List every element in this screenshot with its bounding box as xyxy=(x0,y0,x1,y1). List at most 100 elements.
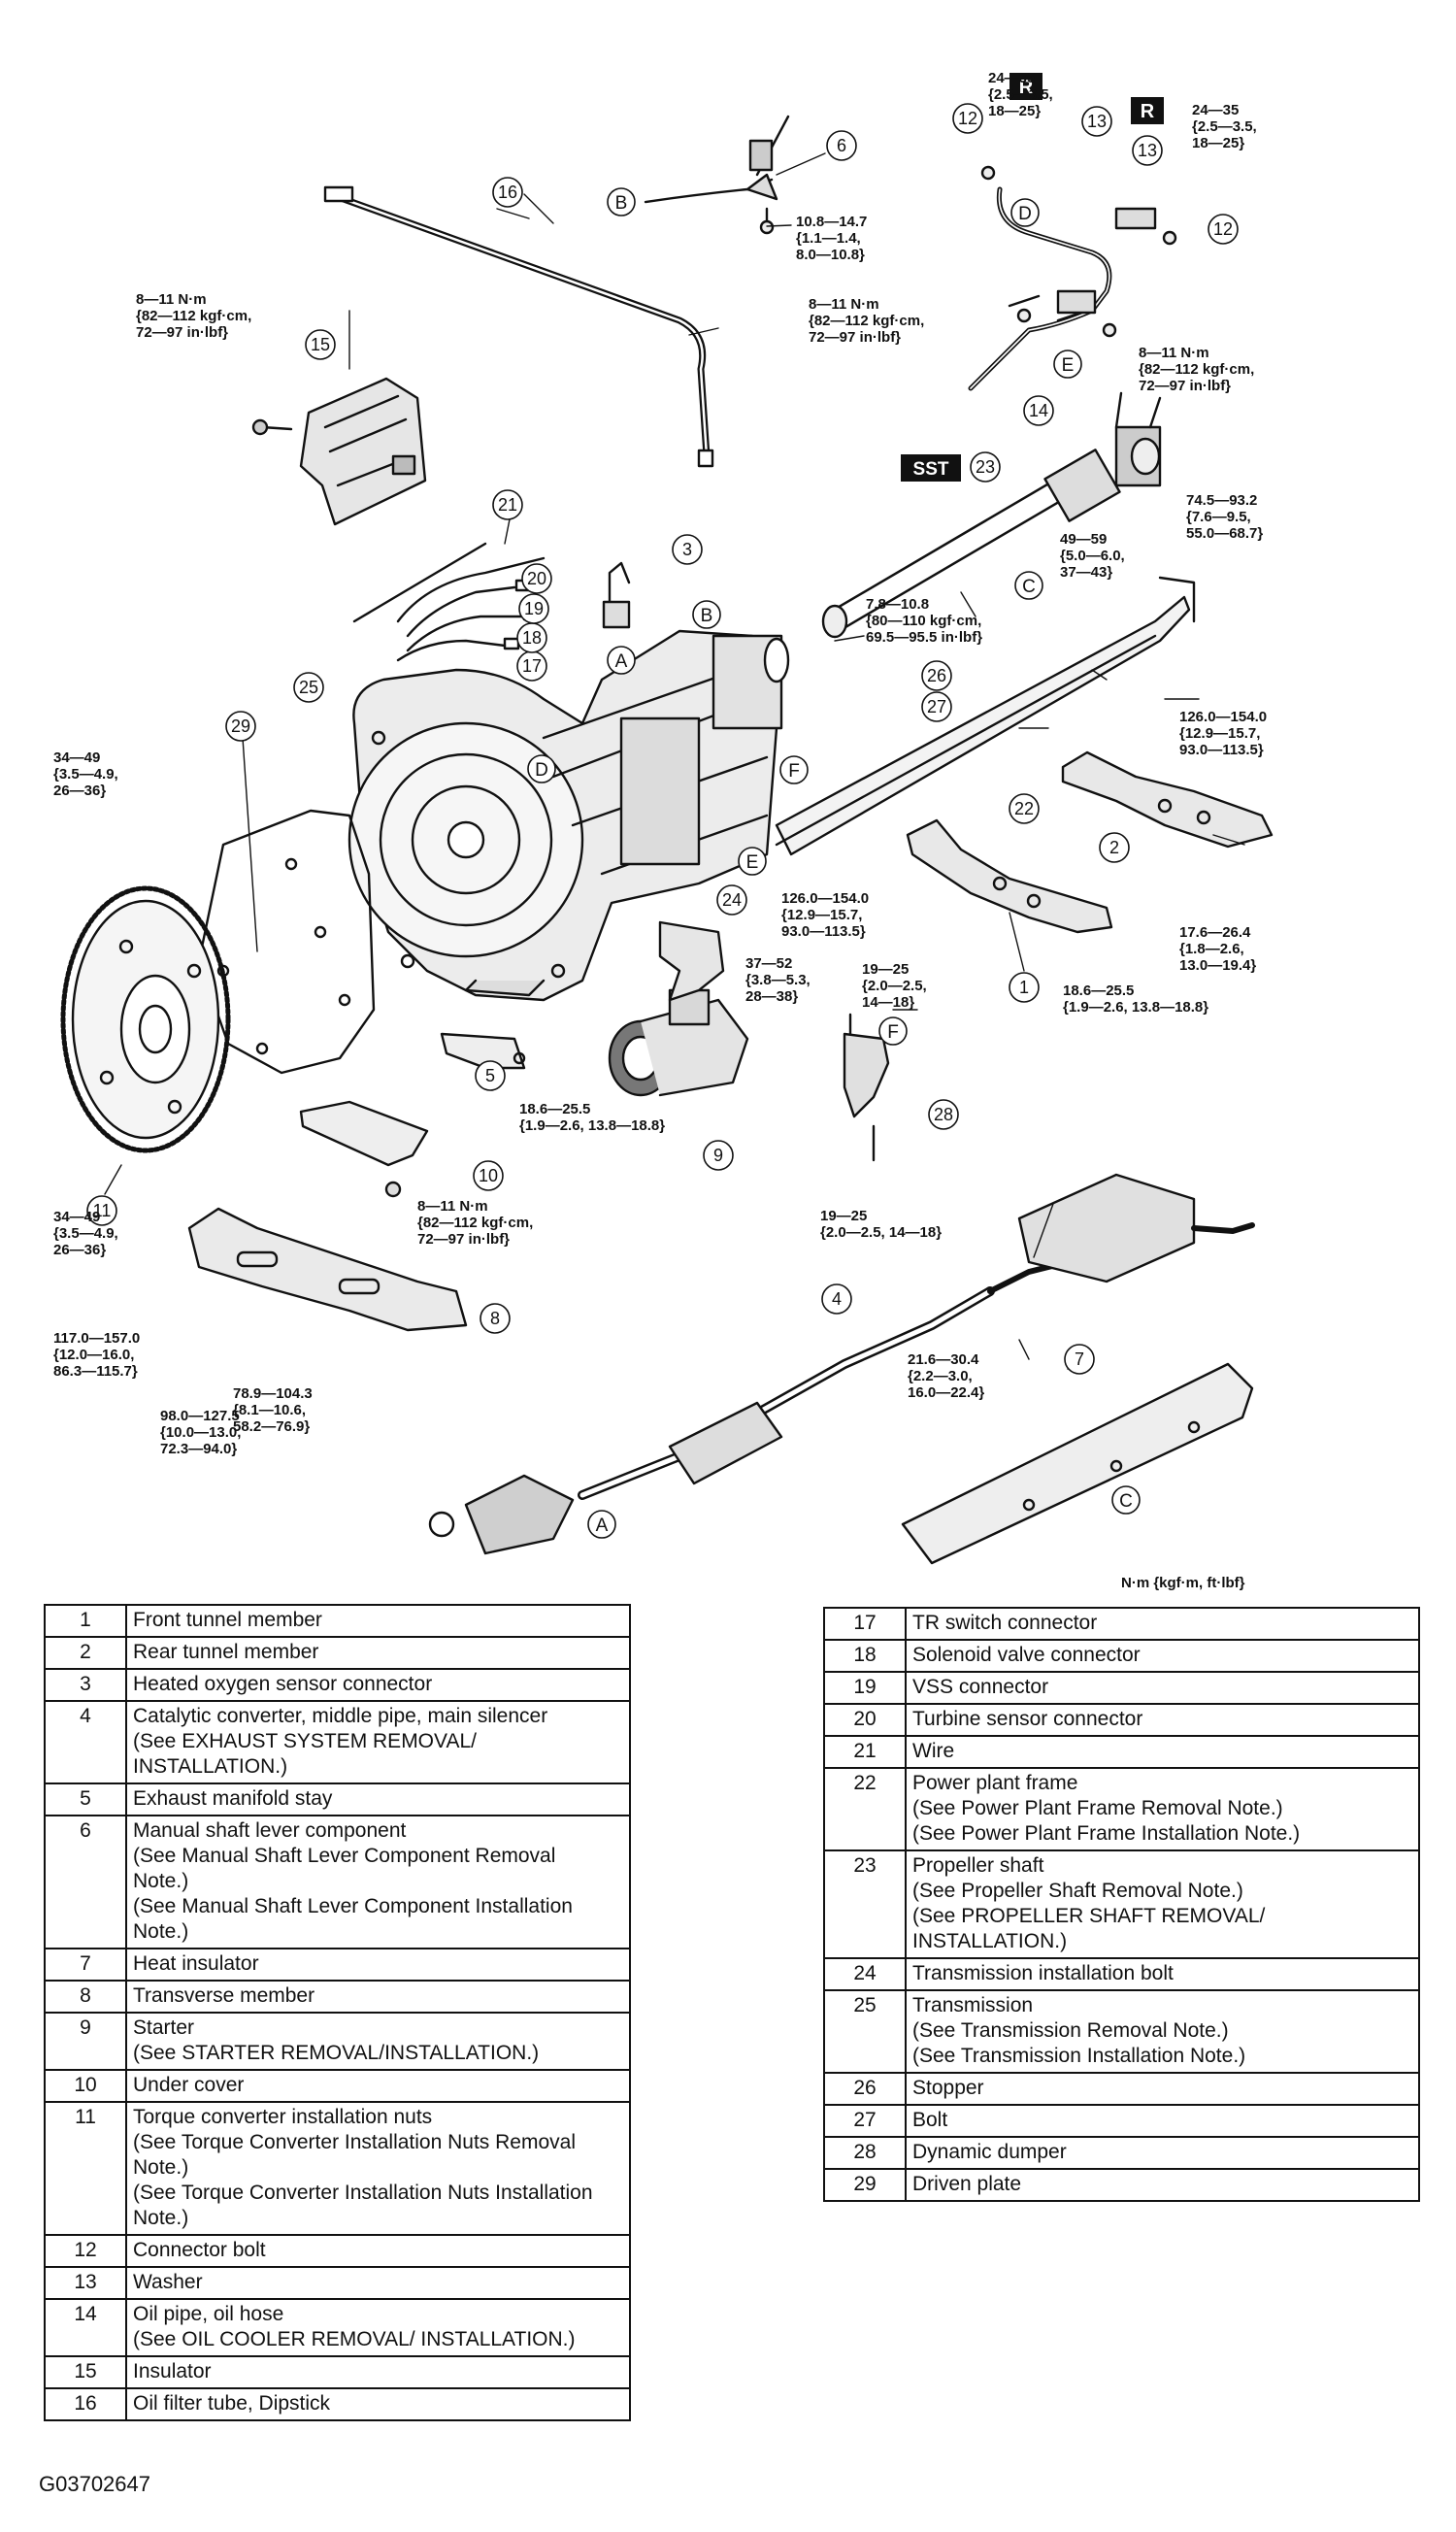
torque-spec-t08: 49—59{5.0—6.0,37—43} xyxy=(1060,531,1125,581)
callout-18: 18 xyxy=(516,622,547,653)
sst-badge: SST xyxy=(901,454,961,482)
torque-spec-t19: 8—11 N·m{82—112 kgf·cm,72—97 in·lbf} xyxy=(417,1198,533,1248)
callout-13b: 13 xyxy=(1132,135,1163,166)
exploded-view-diagram: R R SST 12345678910111212131314151617181… xyxy=(53,70,1274,1565)
part-number: 23 xyxy=(823,1849,907,1959)
svg-text:SST: SST xyxy=(913,459,949,480)
torque-spec-line: 18.6—25.5 xyxy=(519,1101,590,1117)
part-description-line: (See Power Plant Frame Removal Note.) xyxy=(912,1797,1283,1819)
callout-29: 29 xyxy=(225,711,256,742)
torque-spec-line: 72—97 in·lbf} xyxy=(417,1231,510,1248)
torque-spec-line: 86.3—115.7} xyxy=(53,1363,138,1380)
part-number: 12 xyxy=(44,2234,127,2268)
torque-spec-line: {82—112 kgf·cm, xyxy=(809,313,924,329)
torque-spec-t07: 74.5—93.2{7.6—9.5,55.0—68.7} xyxy=(1186,492,1263,542)
part-number: 3 xyxy=(44,1668,127,1702)
reference-letter-text: B xyxy=(701,606,713,626)
part-number: 25 xyxy=(823,1989,907,2074)
callout-number: 14 xyxy=(1029,401,1048,420)
torque-spec-line: 19—25 xyxy=(820,1208,867,1224)
callout-10: 10 xyxy=(473,1160,504,1191)
callout-23: 23 xyxy=(970,451,1001,483)
part-description-line: Catalytic converter, middle pipe, main s… xyxy=(133,1705,548,1727)
part-description: Transmission(See Transmission Removal No… xyxy=(905,1989,1420,2074)
part-number: 8 xyxy=(44,1980,127,2014)
part-description-line: Note.) xyxy=(133,2207,189,2229)
bracket-24 xyxy=(658,920,725,1002)
reference-letter-C: C xyxy=(1014,571,1043,600)
torque-spec-line: 126.0—154.0 xyxy=(1179,709,1267,725)
transmission-connectors xyxy=(352,542,546,662)
torque-spec-line: {2.5—3.5, xyxy=(1192,118,1257,135)
torque-spec-t12: 126.0—154.0{12.9—15.7,93.0—113.5} xyxy=(781,890,869,940)
torque-spec-line: 37—52 xyxy=(745,955,792,972)
reference-letter-D: D xyxy=(527,754,556,783)
callout-number: 28 xyxy=(934,1105,953,1124)
part-description: Propeller shaft(See Propeller Shaft Remo… xyxy=(905,1849,1420,1959)
part-description: Power plant frame(See Power Plant Frame … xyxy=(905,1767,1420,1851)
reference-letter-text: A xyxy=(596,1516,609,1536)
reference-letter-B: B xyxy=(607,187,636,217)
part-description: Transverse member xyxy=(125,1980,631,2014)
heated-oxygen-sensor-connector xyxy=(602,561,631,629)
part-description: Exhaust manifold stay xyxy=(125,1782,631,1816)
torque-spec-t04: 8—11 N·m{82—112 kgf·cm,72—97 in·lbf} xyxy=(136,291,251,341)
torque-spec-line: {3.8—5.3, xyxy=(745,972,811,988)
part-number: 13 xyxy=(44,2266,127,2300)
part-description-line: Propeller shaft xyxy=(912,1854,1044,1877)
starter xyxy=(608,988,749,1097)
svg-text:R: R xyxy=(1141,101,1155,122)
torque-spec-t20: 19—25{2.0—2.5, 14—18} xyxy=(820,1208,942,1241)
part-number: 7 xyxy=(44,1948,127,1982)
torque-spec-line: {7.6—9.5, xyxy=(1186,509,1251,525)
transmission xyxy=(347,629,790,1002)
callout-21: 21 xyxy=(492,489,523,520)
part-description: Starter(See STARTER REMOVAL/INSTALLATION… xyxy=(125,2012,631,2071)
part-number: 1 xyxy=(44,1604,127,1638)
part-number: 9 xyxy=(44,2012,127,2071)
torque-spec-line: 16.0—22.4} xyxy=(908,1384,984,1401)
torque-spec-line: 72—97 in·lbf} xyxy=(1139,378,1231,394)
torque-spec-line: {1.1—1.4, xyxy=(796,230,861,247)
torque-spec-line: 93.0—113.5} xyxy=(1179,742,1264,758)
callout-number: 13 xyxy=(1087,112,1107,131)
callout-8: 8 xyxy=(480,1303,511,1334)
oil-filter-tube-dipstick xyxy=(323,185,714,468)
torque-spec-line: 24—35 xyxy=(1192,102,1239,118)
callout-number: 25 xyxy=(299,678,318,697)
part-description: Solenoid valve connector xyxy=(905,1639,1420,1673)
torque-spec-line: {12.9—15.7, xyxy=(1179,725,1260,742)
torque-spec-line: 8—11 N·m xyxy=(1139,345,1209,361)
callout-11: 11 xyxy=(86,1195,117,1226)
callout-number: 5 xyxy=(485,1066,495,1085)
torque-spec-line: 18—25} xyxy=(988,103,1041,119)
part-description: Washer xyxy=(125,2266,631,2300)
part-description-line: Insulator xyxy=(133,2360,212,2382)
callout-9: 9 xyxy=(703,1140,734,1171)
callout-number: 11 xyxy=(93,1201,112,1220)
callout-14: 14 xyxy=(1023,395,1054,426)
part-description: Heated oxygen sensor connector xyxy=(125,1668,631,1702)
part-description-line: Transverse member xyxy=(133,1984,315,2007)
reference-letter-C: C xyxy=(1111,1485,1141,1515)
callout-number: 20 xyxy=(527,569,546,588)
callout-number: 9 xyxy=(713,1146,723,1165)
callout-7: 7 xyxy=(1064,1344,1095,1375)
part-description-line: Torque converter installation nuts xyxy=(133,2106,433,2128)
reference-letter-text: A xyxy=(615,651,628,672)
callout-24: 24 xyxy=(716,884,747,916)
torque-spec-t02: 24—35{2.5—3.5,18—25} xyxy=(1192,102,1257,151)
callout-number: 6 xyxy=(837,136,846,155)
part-description-line: (See Transmission Removal Note.) xyxy=(912,2019,1229,2042)
part-number: 21 xyxy=(823,1735,907,1769)
